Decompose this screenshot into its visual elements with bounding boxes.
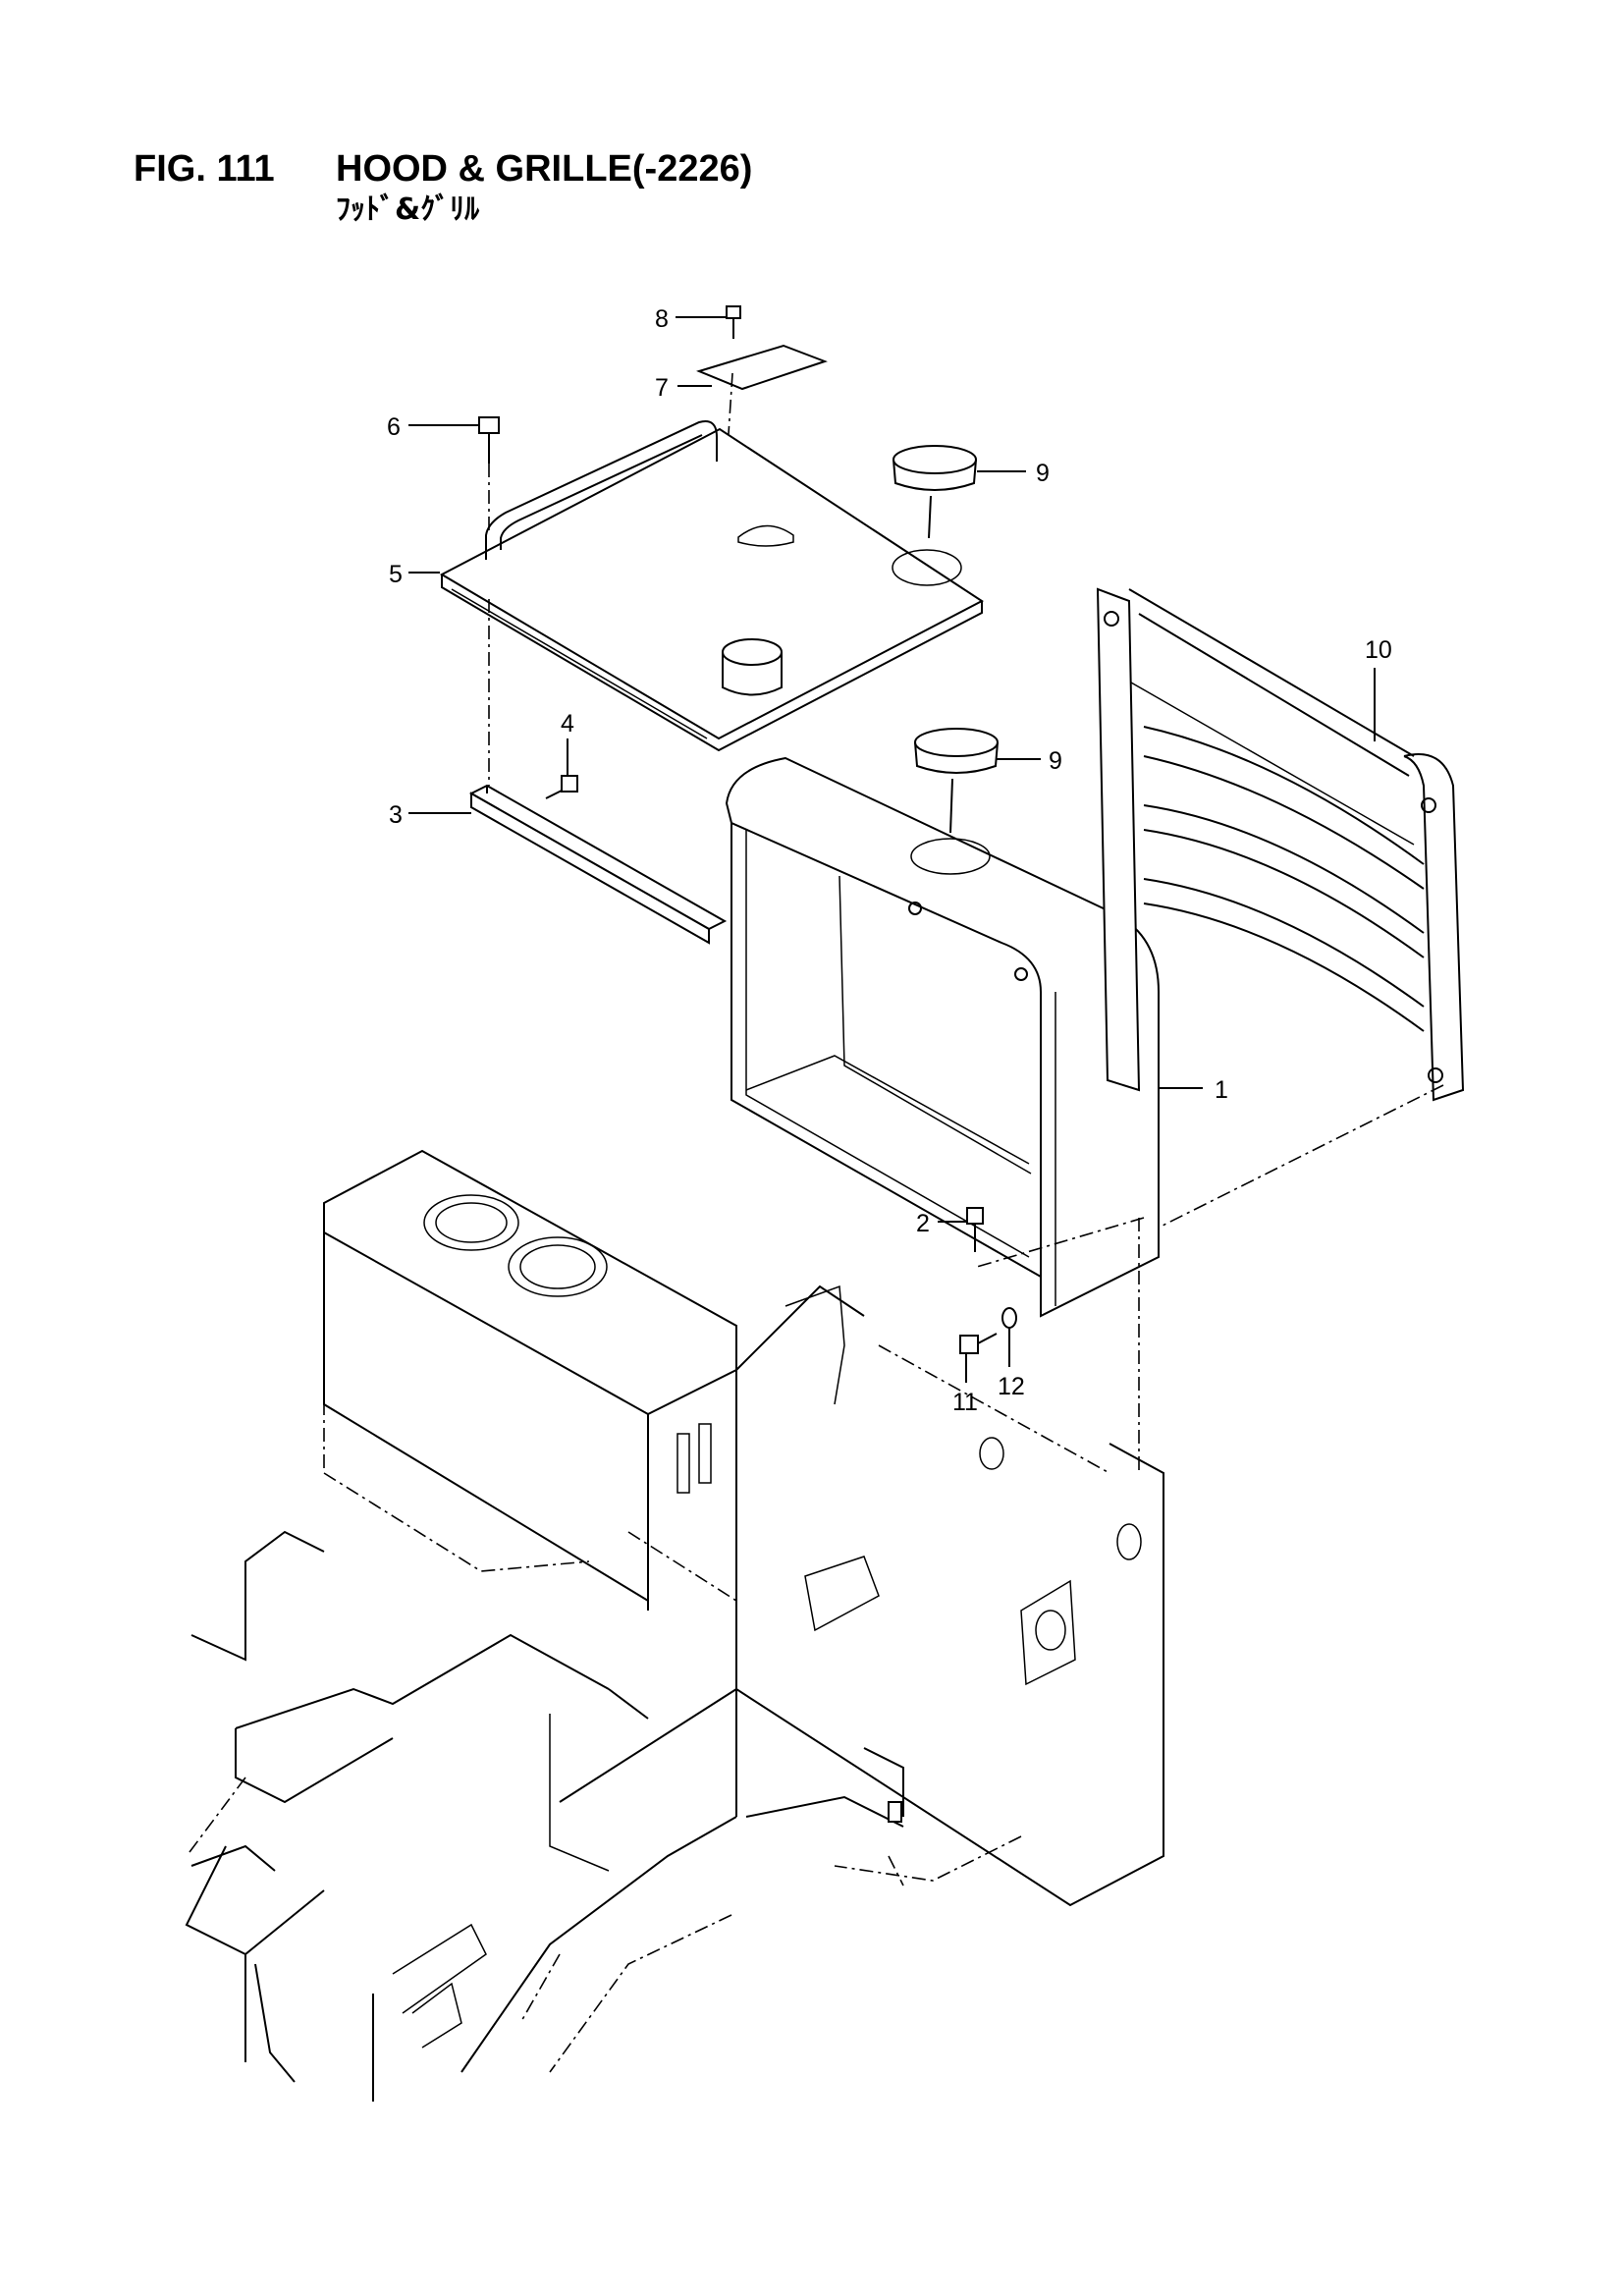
part-6-bolt <box>478 416 500 535</box>
part-5-top-cover <box>439 420 984 752</box>
part-2-bolt <box>966 1207 984 1252</box>
callout-11: 11 <box>952 1389 978 1416</box>
callout-9-lower: 9 <box>1049 747 1062 775</box>
callout-5: 5 <box>389 561 403 588</box>
figure-subtitle: ﾌｯﾄﾞ&ｸﾞﾘﾙ <box>336 192 480 227</box>
leader-lines <box>408 316 1376 1383</box>
callout-1: 1 <box>1215 1076 1228 1104</box>
callout-2: 2 <box>916 1210 930 1237</box>
part-8-bolt <box>726 305 741 339</box>
part-9-cap-lower <box>914 728 999 834</box>
figure-title: HOOD & GRILLE(-2226) <box>336 148 753 190</box>
base-frame-assembly <box>185 1149 1164 2102</box>
callout-7: 7 <box>655 374 669 402</box>
figure-heading: FIG. 111 HOOD & GRILLE(-2226) <box>134 147 752 191</box>
callout-9-upper: 9 <box>1036 460 1050 487</box>
part-10-grille <box>1096 587 1465 1102</box>
part-12-washer <box>1001 1307 1017 1329</box>
callout-10: 10 <box>1365 636 1392 664</box>
callout-3: 3 <box>389 801 403 829</box>
part-11-bolt <box>959 1333 998 1354</box>
part-3-bracket <box>468 599 728 945</box>
callout-8: 8 <box>655 305 669 333</box>
base-dash-dot-outlines <box>186 1375 1022 2073</box>
part-4-bolt <box>545 775 578 799</box>
part-9-cap-upper <box>893 445 977 539</box>
callout-6: 6 <box>387 413 401 441</box>
figure-number: FIG. 111 <box>134 148 275 190</box>
callout-labels: 1 2 3 4 5 6 7 8 9 9 10 11 12 <box>387 305 1392 1416</box>
assembly-center-lines <box>976 1084 1444 1473</box>
callout-4: 4 <box>561 710 574 738</box>
part-1-hood-body <box>725 756 1160 1318</box>
callout-12: 12 <box>998 1373 1025 1400</box>
figure-title-block: FIG. 111 HOOD & GRILLE(-2226) ﾌｯﾄﾞ&ｸﾞﾘﾙ <box>134 147 752 230</box>
